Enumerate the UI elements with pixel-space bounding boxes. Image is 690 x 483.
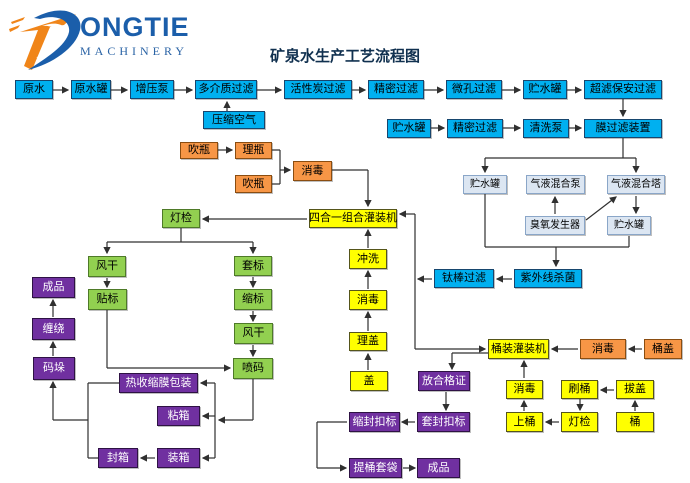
node-air-dry-2: 风干 [234, 323, 273, 344]
node-rinse: 冲洗 [349, 249, 387, 269]
node-compressed-air: 压缩空气 [203, 111, 265, 129]
node-wrapping: 缠绕 [32, 318, 75, 340]
node-multimedia-filter: 多介质过滤 [195, 80, 257, 99]
node-apply-seal-label: 套封扣标 [417, 412, 470, 432]
brand-name: ONGTIE [80, 12, 190, 42]
node-bottle-sterilize: 消毒 [293, 161, 332, 181]
node-finished-product-1: 成品 [32, 277, 75, 298]
node-air-dry-1: 风干 [88, 256, 126, 277]
node-precision-filter-1: 精密过滤 [368, 80, 424, 99]
node-place-certificate: 放合格证 [418, 371, 470, 391]
node-cap-sterilize: 消毒 [349, 290, 387, 310]
node-shrink-film-pack: 热收缩膜包装 [119, 373, 198, 393]
node-carbon-filter: 活性炭过滤 [284, 80, 352, 99]
node-bucket: 桶 [616, 412, 654, 432]
node-cleaning-pump: 清洗泵 [523, 119, 569, 138]
node-blow-bottle-2: 吹瓶 [235, 175, 272, 193]
node-stick-label: 贴标 [88, 289, 127, 310]
node-bag-bucket: 提桶套袋 [349, 458, 402, 478]
node-gas-liquid-tower: 气液混合塔 [607, 175, 665, 194]
company-logo: ONGTIE MACHINERY [8, 6, 190, 74]
node-palletizing: 码垛 [33, 357, 75, 380]
node-ozone-generator: 臭氧发生器 [525, 216, 585, 235]
node-ultrafiltration: 超滤保安过滤 [584, 80, 662, 99]
node-booster-pump: 增压泵 [130, 80, 174, 99]
node-storage-tank-1: 贮水罐 [523, 80, 567, 99]
node-storage-tank-4: 贮水罐 [607, 216, 651, 235]
node-case-sealing: 封箱 [98, 448, 138, 468]
node-raw-water: 原水 [15, 80, 53, 99]
node-sort-bottle: 理瓶 [235, 142, 272, 159]
node-brush-bucket: 刷桶 [561, 380, 598, 399]
brand-subtitle: MACHINERY [80, 44, 189, 58]
node-storage-tank-2: 贮水罐 [387, 119, 431, 138]
node-bucket-filling-machine: 桶装灌装机 [488, 339, 549, 359]
node-light-inspect-1: 灯检 [162, 209, 200, 228]
node-shrink-label: 缩标 [234, 289, 272, 310]
dongtie-logo-icon [9, 10, 81, 71]
node-micropore-filter: 微孔过滤 [446, 80, 502, 99]
node-titanium-filter: 钛棒过滤 [434, 269, 494, 288]
node-precision-filter-2: 精密过滤 [447, 119, 503, 138]
diagram-title: 矿泉水生产工艺流程图 [269, 48, 420, 65]
node-uv-sterilizer: 紫外线杀菌 [514, 269, 582, 288]
node-shrink-seal-label: 缩封扣标 [349, 412, 400, 432]
node-raw-water-tank: 原水罐 [71, 80, 111, 99]
node-4in1-filling-machine: 四合一组合灌装机 [309, 209, 397, 228]
node-bucket-cap: 桶盖 [644, 339, 682, 359]
node-glue-carton: 粘箱 [157, 406, 200, 426]
node-blow-bottle-1: 吹瓶 [180, 142, 218, 159]
node-inkjet-coding: 喷码 [233, 358, 273, 379]
node-load-bucket: 上桶 [506, 412, 543, 432]
node-light-inspect-2: 灯检 [561, 412, 598, 432]
node-membrane-filter: 膜过滤装置 [584, 119, 662, 138]
node-gas-liquid-pump: 气液混合泵 [526, 175, 585, 194]
node-sleeve-label: 套标 [234, 256, 272, 276]
node-finished-product-2: 成品 [417, 458, 460, 478]
node-cap: 盖 [350, 371, 388, 391]
node-bucket-sterilize: 消毒 [506, 380, 543, 399]
node-cap-sorter: 理盖 [349, 332, 387, 351]
node-remove-cap: 拔盖 [616, 380, 654, 399]
node-bucket-cap-sterilize: 消毒 [580, 339, 626, 359]
node-storage-tank-3: 贮水罐 [463, 175, 507, 194]
node-case-packing: 装箱 [157, 448, 200, 468]
